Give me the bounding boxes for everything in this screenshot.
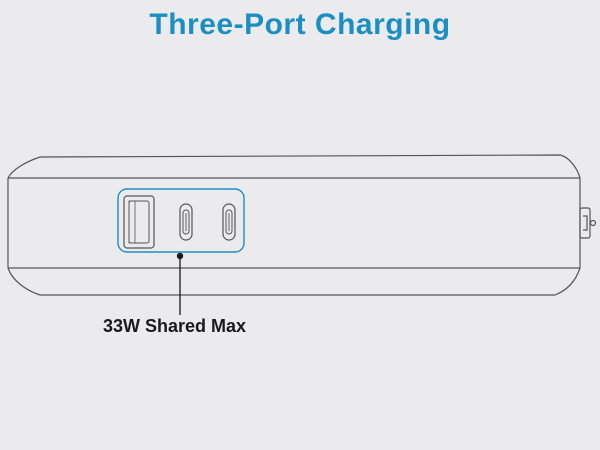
usb-a-port (123, 195, 155, 249)
page-title: Three-Port Charging (149, 8, 451, 41)
callout-label: 33W Shared Max (103, 316, 247, 336)
callout-leader (176, 252, 184, 315)
usb-c-port-1 (179, 203, 193, 241)
side-connector (579, 207, 597, 239)
usb-c-port-2 (222, 203, 236, 241)
port-highlight-box (117, 188, 245, 253)
charger-body (7, 154, 581, 296)
